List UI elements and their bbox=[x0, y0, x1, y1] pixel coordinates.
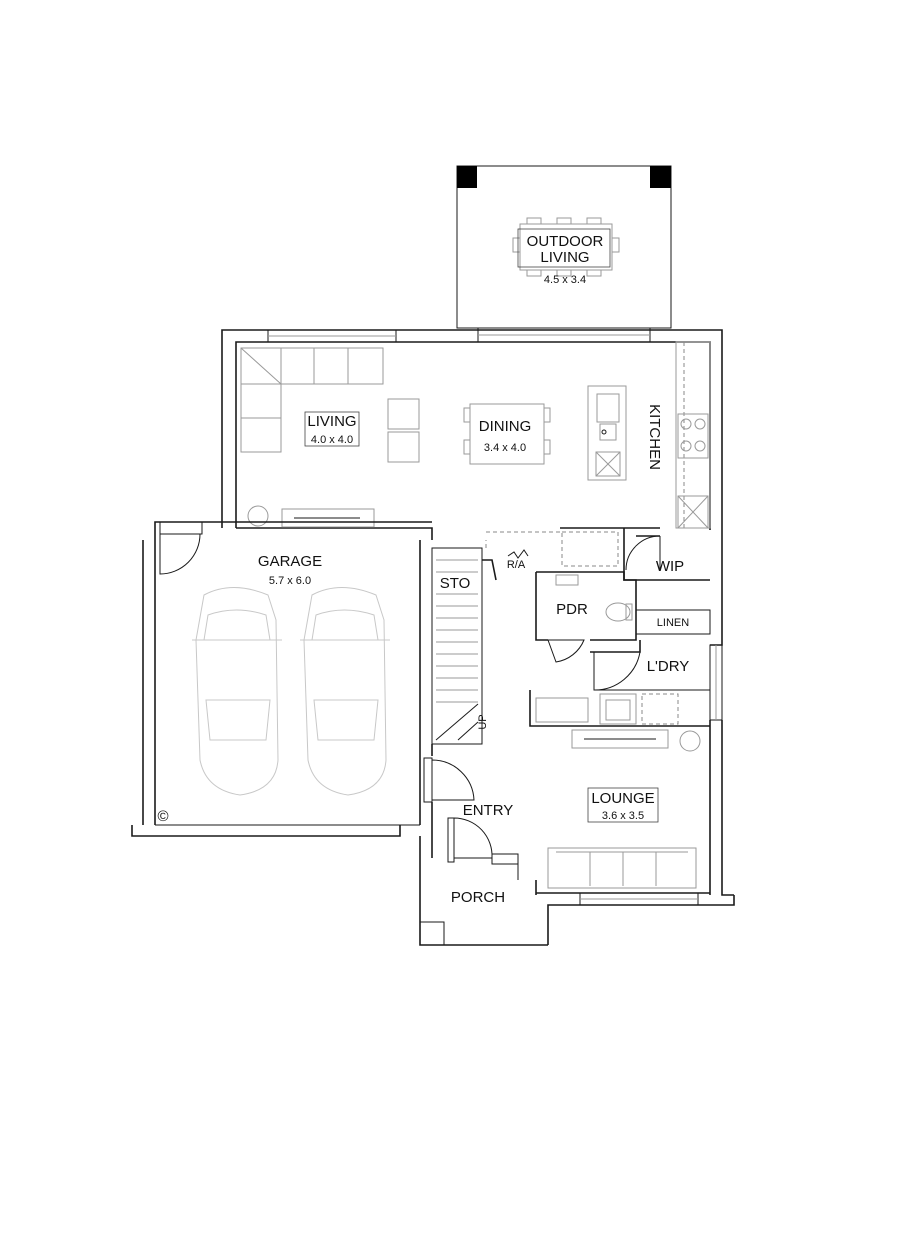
kitchen-label: KITCHEN bbox=[646, 404, 663, 470]
door-swing-icon bbox=[593, 651, 641, 691]
car-icon bbox=[300, 587, 390, 796]
basin-icon bbox=[555, 574, 579, 586]
dining-table-icon bbox=[463, 403, 551, 465]
tv-unit-icon bbox=[571, 729, 669, 749]
linen-label: LINEN bbox=[657, 617, 689, 629]
outdoor-living-area: OUTDOOR LIVING 4.5 x 3.4 bbox=[456, 165, 672, 329]
door-swing-icon bbox=[159, 533, 201, 575]
washer-icon bbox=[641, 693, 679, 725]
sofa-icon bbox=[547, 847, 697, 889]
garage-label: GARAGE bbox=[258, 553, 322, 570]
garage-size: 5.7 x 6.0 bbox=[269, 575, 311, 587]
armchair-icon bbox=[387, 431, 420, 463]
outdoor-living-label-1: OUTDOOR bbox=[527, 233, 604, 250]
armchair-icon bbox=[387, 398, 420, 430]
plant-icon bbox=[679, 730, 701, 752]
kitchen: KITCHEN bbox=[587, 341, 711, 529]
lounge-label: LOUNGE bbox=[591, 790, 654, 807]
entry-label: ENTRY bbox=[463, 802, 514, 819]
lounge: LOUNGE 3.6 x 3.5 bbox=[547, 729, 701, 889]
kitchen-bench-icon bbox=[675, 341, 711, 529]
entry: ENTRY bbox=[423, 744, 519, 865]
dining-room: DINING 3.4 x 4.0 bbox=[463, 403, 551, 465]
porch-label: PORCH bbox=[451, 889, 505, 906]
toilet-icon bbox=[605, 602, 631, 622]
wip-label: WIP bbox=[656, 558, 684, 575]
outdoor-table-icon bbox=[512, 217, 620, 277]
door-swing-icon bbox=[453, 817, 493, 859]
garage: GARAGE 5.7 x 6.0 © bbox=[131, 521, 432, 848]
door-swing-icon bbox=[625, 535, 661, 571]
tub-icon bbox=[599, 693, 637, 725]
plant-icon bbox=[247, 505, 269, 527]
living-room: LIVING 4.0 x 4.0 bbox=[240, 347, 420, 528]
pdr-label: PDR bbox=[556, 601, 588, 618]
stairs: STO UP bbox=[431, 547, 489, 745]
island-bench-icon bbox=[587, 385, 627, 481]
door-swing-icon bbox=[431, 759, 475, 801]
door-swing-icon bbox=[547, 639, 585, 663]
cooktop-icon bbox=[677, 413, 709, 459]
sofa-icon bbox=[240, 347, 384, 453]
copyright-symbol: © bbox=[157, 808, 168, 825]
dining-size: 3.4 x 4.0 bbox=[484, 442, 526, 454]
living-size: 4.0 x 4.0 bbox=[311, 434, 353, 446]
laundry-bench-icon bbox=[535, 697, 589, 723]
pillar bbox=[457, 166, 477, 188]
ra-label: R/A bbox=[507, 559, 526, 571]
tv-unit-icon bbox=[281, 508, 375, 528]
pillar bbox=[650, 166, 671, 188]
sto-label: STO bbox=[440, 575, 471, 592]
car-icon bbox=[192, 587, 282, 796]
living-label: LIVING bbox=[307, 413, 356, 430]
dining-label: DINING bbox=[479, 418, 532, 435]
outdoor-living-size: 4.5 x 3.4 bbox=[544, 274, 586, 286]
sink-icon bbox=[596, 393, 620, 423]
service-rooms: PDR WIP LINEN L'DRY bbox=[529, 528, 711, 727]
porch: PORCH bbox=[419, 848, 548, 946]
fridge-icon bbox=[677, 495, 709, 529]
outdoor-living-label-2: LIVING bbox=[540, 249, 589, 266]
stairs-up-label: UP bbox=[477, 714, 489, 729]
ldry-label: L'DRY bbox=[647, 658, 690, 675]
stair-treads bbox=[435, 559, 479, 741]
return-air: R/A bbox=[482, 540, 529, 581]
lounge-size: 3.6 x 3.5 bbox=[602, 810, 644, 822]
